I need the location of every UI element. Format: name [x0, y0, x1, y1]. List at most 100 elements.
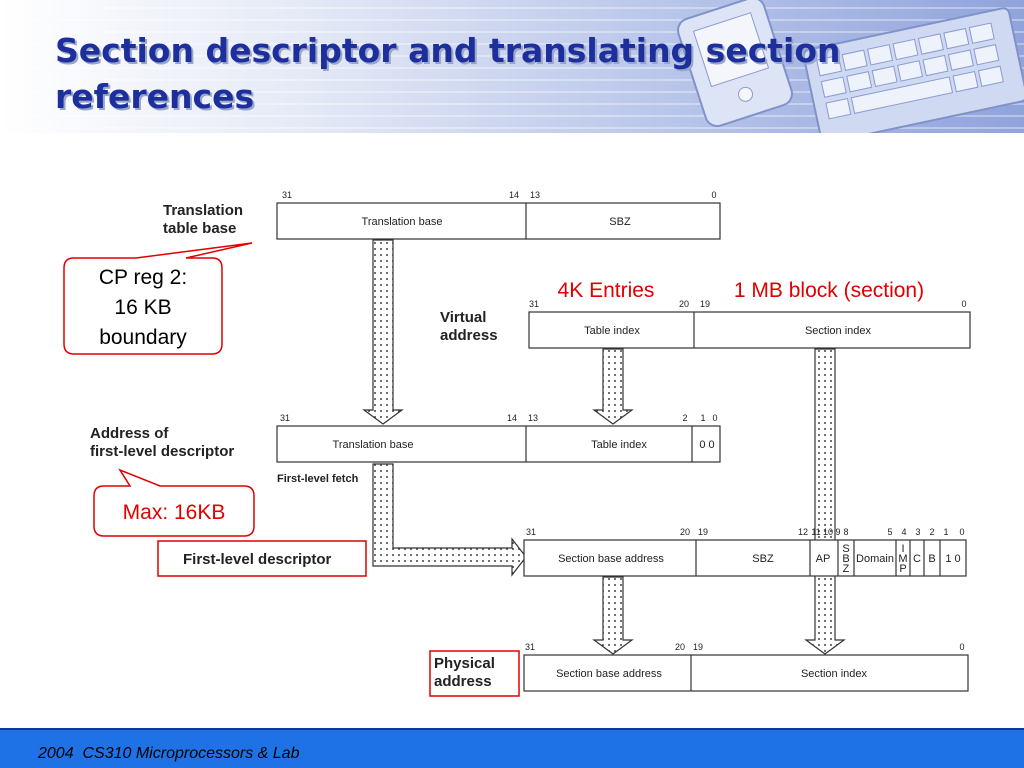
bit-number-fld-5: 10 [823, 527, 833, 537]
bit-number-afd-1: 14 [507, 413, 517, 423]
bit-number-fld-2: 19 [698, 527, 708, 537]
bit-number-fld-11: 2 [929, 527, 934, 537]
field-fld-7: I [901, 543, 904, 555]
bit-number-fld-12: 1 [943, 527, 948, 537]
bit-number-va-2: 19 [700, 299, 710, 309]
callout-cp-reg-line-2: 16 KB [114, 296, 171, 319]
annotation-4k-entries: 4K Entries [558, 279, 655, 302]
label-physical-address-2: address [434, 673, 492, 690]
bit-number-fld-10: 3 [915, 527, 920, 537]
bit-number-afd-2: 13 [528, 413, 538, 423]
field-fld-0: Section base address [558, 553, 664, 565]
slide-header: Section descriptor and translating secti… [0, 0, 1024, 133]
slide-title-line-1: Section descriptor and translating secti… [55, 31, 841, 70]
bit-number-ttb-3: 0 [711, 190, 716, 200]
label-physical-address-1: Physical [434, 655, 495, 672]
arrow-first-level-fetch [372, 463, 527, 577]
slide-footer: 2004 CS310 Microprocessors & Lab [0, 728, 1024, 768]
callout-cp-reg-line-1: CP reg 2: [99, 266, 187, 289]
bit-number-afd-3: 2 [682, 413, 687, 423]
bit-number-pa-0: 31 [525, 642, 535, 652]
register-box-pa [523, 654, 969, 692]
bit-number-fld-8: 5 [887, 527, 892, 537]
bit-number-fld-9: 4 [901, 527, 906, 537]
flow-arrows [362, 239, 846, 655]
arrow-ttb-to-afd [362, 239, 404, 425]
bit-number-ttb-2: 13 [530, 190, 540, 200]
field-fld-1: SBZ [752, 553, 774, 565]
label-translation-table-base-1: Translation [163, 202, 243, 219]
field-fld-2: AP [816, 553, 831, 565]
callout-cp-reg-bubble [63, 242, 253, 355]
arrow-table-index-down [592, 348, 634, 425]
field-afd-1: Table index [591, 439, 647, 451]
label-first-level-fetch: First-level fetch [277, 473, 359, 485]
footer-text: 2004 CS310 Microprocessors & Lab [38, 745, 300, 762]
field-fld-3: S [842, 543, 849, 555]
bit-number-fld-0: 31 [526, 527, 536, 537]
register-box-ttb [276, 202, 721, 240]
register-box-va [528, 311, 971, 349]
field-fld-5: Z [843, 563, 850, 575]
label-translation-table-base-2: table base [163, 220, 236, 237]
field-va-0: Table index [584, 325, 640, 337]
slide-title-line-2: references [55, 77, 255, 116]
bit-number-ttb-0: 31 [282, 190, 292, 200]
slide-title: Section descriptor and translating secti… [55, 28, 955, 120]
register-box-fld [523, 539, 967, 577]
bit-number-fld-4: 11 [811, 527, 820, 537]
field-afd-2: 0 0 [699, 439, 714, 451]
bit-number-afd-4: 1 [700, 413, 705, 423]
arrow-section-base-down [592, 576, 634, 655]
callout-cp-reg-line-3: boundary [99, 326, 187, 349]
keyboard-icon [802, 7, 1024, 133]
annotation-1mb-block: 1 MB block (section) [734, 279, 924, 302]
first-level-descriptor-label-box [157, 540, 367, 577]
field-pa-0: Section base address [556, 668, 662, 680]
field-fld-11: B [928, 553, 935, 565]
field-ttb-0: Translation base [362, 216, 443, 228]
callout-max-16kb: Max: 16KB [123, 501, 226, 524]
bit-number-va-3: 0 [961, 299, 966, 309]
bit-number-afd-0: 31 [280, 413, 290, 423]
bit-number-fld-1: 20 [680, 527, 690, 537]
pda-icon [677, 0, 793, 128]
label-address-of-descriptor-1: Address of [90, 425, 169, 442]
callout-max-bubble [93, 468, 255, 537]
field-fld-4: B [842, 553, 849, 565]
bit-number-va-1: 20 [679, 299, 689, 309]
bit-number-fld-13: 0 [959, 527, 964, 537]
label-virtual-address-1: Virtual [440, 309, 486, 326]
physical-address-label-box [429, 650, 520, 697]
bit-number-fld-6: 9 [835, 527, 840, 537]
field-afd-0: Translation base [333, 439, 414, 451]
field-fld-9: P [899, 563, 906, 575]
label-address-of-descriptor-2: first-level descriptor [90, 443, 234, 460]
label-virtual-address-2: address [440, 327, 498, 344]
bit-number-pa-2: 19 [693, 642, 703, 652]
field-fld-6: Domain [856, 553, 894, 565]
bit-number-fld-7: 8 [843, 527, 848, 537]
section-translation-diagram: Translation table base Virtual address A… [63, 190, 971, 697]
field-ttb-1: SBZ [609, 216, 631, 228]
field-fld-10: C [913, 553, 921, 565]
field-pa-1: Section index [801, 668, 868, 680]
header-decoration [0, 0, 1024, 133]
bit-number-ttb-1: 14 [509, 190, 519, 200]
bit-number-afd-5: 0 [712, 413, 717, 423]
field-fld-8: M [898, 553, 907, 565]
bit-number-pa-3: 0 [959, 642, 964, 652]
bit-number-va-0: 31 [529, 299, 539, 309]
register-box-afd [276, 425, 721, 463]
bit-number-pa-1: 20 [675, 642, 685, 652]
field-fld-12: 1 0 [945, 553, 960, 565]
label-first-level-descriptor: First-level descriptor [183, 551, 332, 568]
arrow-section-index-down [804, 348, 846, 655]
field-va-1: Section index [805, 325, 872, 337]
